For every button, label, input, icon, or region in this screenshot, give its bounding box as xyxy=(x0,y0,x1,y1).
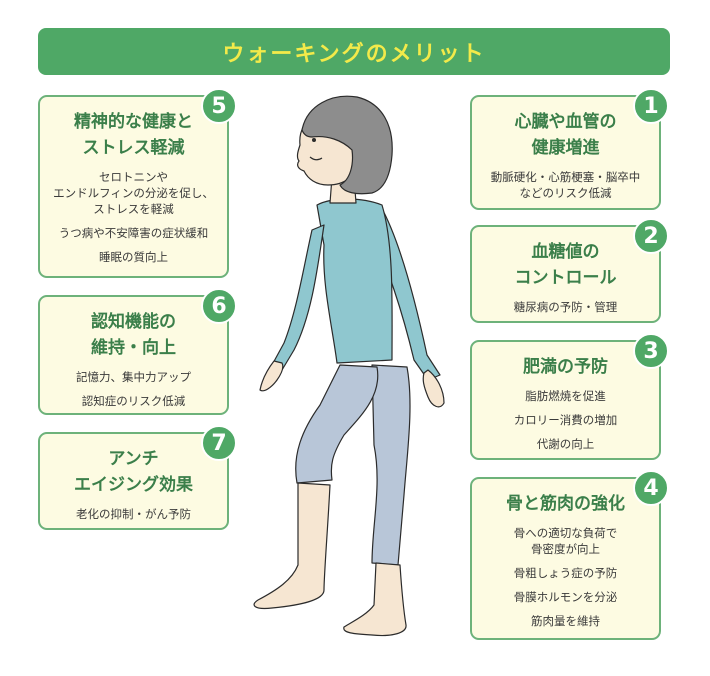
number-badge: 1 xyxy=(633,88,669,124)
card-title: 肥満の予防 xyxy=(523,357,608,377)
number-badge: 7 xyxy=(201,425,237,461)
benefit-card-2: 2 血糖値の コントロール 糖尿病の予防・管理 xyxy=(470,218,669,323)
benefit-card-4: 4 骨と筋肉の強化 骨への適切な負荷で 骨密度が向上 骨粗しょう症の予防 骨膜ホ… xyxy=(470,470,669,640)
card-item: 骨への適切な負荷で 骨密度が向上 xyxy=(513,526,618,556)
card-item: 睡眠の質向上 xyxy=(99,250,168,264)
benefit-card-1: 1 心臓や血管の 健康増進 動脈硬化・心筋梗塞・脳卒中 などのリスク低減 xyxy=(470,88,669,210)
page-header: ウォーキングのメリット xyxy=(38,28,670,75)
card-title: 精神的な健康と ストレス軽減 xyxy=(74,112,193,158)
benefit-card-6: 6 認知機能の 維持・向上 記憶力、集中力アップ 認知症のリスク低減 xyxy=(38,288,237,415)
benefit-card-5: 5 精神的な健康と ストレス軽減 セロトニンや エンドルフィンの分泌を促し、 ス… xyxy=(38,88,237,278)
card-title: 骨と筋肉の強化 xyxy=(506,494,625,514)
card-item: 記憶力、集中力アップ xyxy=(76,370,191,384)
card-title: アンチ エイジング効果 xyxy=(74,449,193,495)
walking-woman-illustration xyxy=(253,95,445,637)
card-item: 糖尿病の予防・管理 xyxy=(513,300,618,314)
card-item: 骨膜ホルモンを分泌 xyxy=(513,590,618,604)
number-badge: 2 xyxy=(633,218,669,254)
benefit-card-3: 3 肥満の予防 脂肪燃焼を促進 カロリー消費の増加 代謝の向上 xyxy=(470,333,669,460)
page-title: ウォーキングのメリット xyxy=(222,41,486,67)
card-item: 動脈硬化・心筋梗塞・脳卒中 などのリスク低減 xyxy=(490,170,641,200)
card-title: 心臓や血管の 健康増進 xyxy=(514,112,617,158)
card-item: 老化の抑制・がん予防 xyxy=(76,507,191,521)
card-item: カロリー消費の増加 xyxy=(513,413,618,427)
card-item: 筋肉量を維持 xyxy=(531,614,600,628)
card-item: 認知症のリスク低減 xyxy=(81,394,186,408)
number-badge: 3 xyxy=(633,333,669,369)
number-badge: 6 xyxy=(201,288,237,324)
card-item: 脂肪燃焼を促進 xyxy=(525,389,606,403)
card-item: セロトニンや エンドルフィンの分泌を促し、 ストレスを軽減 xyxy=(53,170,214,216)
number-badge: 5 xyxy=(201,88,237,124)
card-item: うつ病や不安障害の症状緩和 xyxy=(58,226,209,240)
card-title: 血糖値の コントロール xyxy=(514,242,617,288)
card-title: 認知機能の 維持・向上 xyxy=(91,312,176,358)
card-item: 骨粗しょう症の予防 xyxy=(513,566,618,580)
number-badge: 4 xyxy=(633,470,669,506)
benefit-card-7: 7 アンチ エイジング効果 老化の抑制・がん予防 xyxy=(38,425,237,530)
card-item: 代謝の向上 xyxy=(536,437,595,451)
